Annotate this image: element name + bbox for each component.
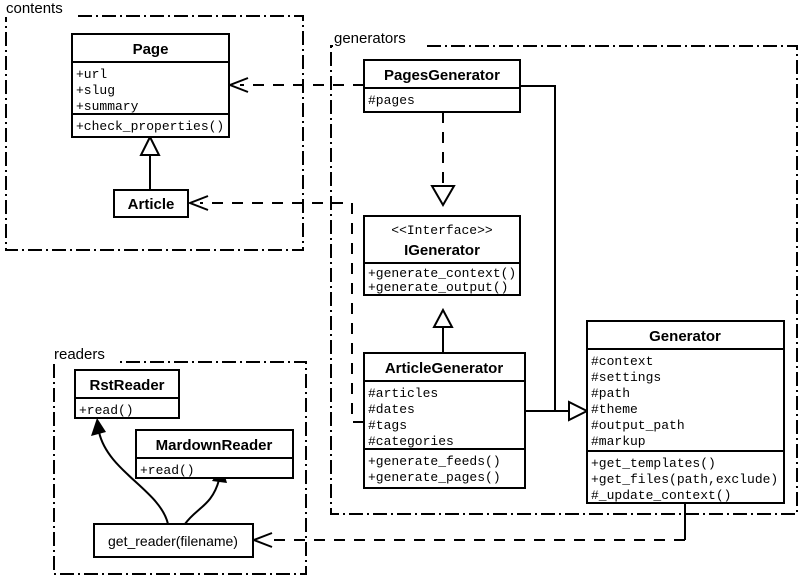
dependency-arrowhead-getreader — [251, 532, 273, 548]
class-mardownreader[interactable]: MardownReader +read() — [135, 429, 294, 479]
class-generator-attribute: #output_path — [591, 418, 685, 433]
class-article-frame — [113, 189, 189, 218]
class-articlegenerator-attribute: #tags — [368, 418, 407, 433]
package-border-generators — [330, 45, 798, 515]
class-igenerator[interactable]: <<Interface>> IGenerator +generate_conte… — [363, 215, 521, 296]
class-generator-attribute: #theme — [591, 402, 638, 417]
function-get-reader[interactable]: get_reader(filename) — [93, 523, 254, 558]
dependency-arrowhead-page — [227, 77, 249, 93]
class-pagesgenerator-name: PagesGenerator — [384, 67, 500, 84]
class-page-name: Page — [133, 41, 169, 58]
class-mardownreader-method: +read() — [140, 463, 195, 478]
generalization-arrowhead-igenerator-bottom — [432, 307, 454, 328]
call-getreader-to-rstreader — [98, 431, 169, 525]
generalization-arrowhead-generator — [568, 400, 590, 422]
class-generator-name: Generator — [649, 328, 721, 345]
package-label-contents: contents — [6, 0, 63, 17]
class-igenerator-stereotype: <<Interface>> — [391, 223, 493, 238]
class-article[interactable]: Article — [113, 189, 189, 218]
call-arrowhead-rstreader — [91, 418, 106, 436]
class-rstreader[interactable]: RstReader +read() — [74, 369, 180, 419]
class-page-frame — [71, 33, 230, 138]
class-articlegenerator-attribute: #dates — [368, 402, 415, 417]
class-rstreader-method: +read() — [79, 403, 134, 418]
generalization-generators-to-generator — [520, 85, 569, 412]
package-label-bg-contents — [4, 0, 78, 17]
class-igenerator-method: +generate_output() — [368, 280, 508, 295]
class-articlegenerator-method: +generate_feeds() — [368, 454, 501, 469]
class-generator-attribute: #markup — [591, 434, 646, 449]
class-page-attribute: +summary — [76, 99, 139, 114]
package-border-contents — [5, 15, 304, 251]
class-pagesgenerator-attribute: #pages — [368, 93, 415, 108]
class-generator-method: +get_files(path,exclude) — [591, 472, 778, 487]
class-generator-method: +get_templates() — [591, 456, 716, 471]
class-mardownreader-frame — [135, 429, 294, 479]
class-page[interactable]: Page +url +slug +summary +check_properti… — [71, 33, 230, 138]
package-border-readers — [53, 361, 307, 575]
call-getreader-to-mardownreader — [184, 479, 220, 525]
realization-arrowhead-igenerator-top — [430, 185, 456, 207]
class-article-name: Article — [128, 196, 175, 213]
dependency-articlegenerator-to-article — [200, 202, 364, 423]
class-articlegenerator[interactable]: ArticleGenerator #articles #dates #tags … — [363, 352, 526, 489]
package-label-generators: generators — [334, 30, 406, 47]
class-articlegenerator-name: ArticleGenerator — [385, 360, 504, 377]
class-igenerator-method: +generate_context() — [368, 266, 516, 281]
package-label-readers: readers — [54, 346, 105, 363]
class-igenerator-name: IGenerator — [404, 242, 480, 259]
class-articlegenerator-attribute: #categories — [368, 434, 454, 449]
class-generator[interactable]: Generator #context #settings #path #them… — [586, 320, 785, 504]
class-generator-frame — [586, 320, 785, 504]
class-generator-attribute: #context — [591, 354, 653, 369]
class-rstreader-name: RstReader — [89, 377, 164, 394]
class-articlegenerator-attribute: #articles — [368, 386, 438, 401]
class-generator-attribute: #path — [591, 386, 630, 401]
package-label-bg-generators — [333, 30, 425, 47]
class-pagesgenerator[interactable]: PagesGenerator #pages — [363, 59, 521, 113]
function-get-reader-label: get_reader(filename) — [108, 533, 238, 549]
class-generator-attribute: #settings — [591, 370, 661, 385]
class-pagesgenerator-frame — [363, 59, 521, 113]
class-articlegenerator-method: +generate_pages() — [368, 470, 501, 485]
generalization-arrowhead-page — [139, 134, 161, 156]
class-igenerator-frame — [363, 215, 521, 296]
class-page-method: +check_properties() — [76, 119, 224, 134]
package-label-bg-readers — [52, 346, 120, 363]
dependency-arrowhead-article — [187, 195, 209, 211]
function-get-reader-frame — [93, 523, 254, 558]
class-generator-method: #_update_context() — [591, 488, 731, 503]
class-articlegenerator-frame — [363, 352, 526, 489]
class-page-attribute: +slug — [76, 83, 115, 98]
class-page-attribute: +url — [76, 67, 107, 82]
class-rstreader-frame — [74, 369, 180, 419]
class-mardownreader-name: MardownReader — [156, 437, 273, 454]
